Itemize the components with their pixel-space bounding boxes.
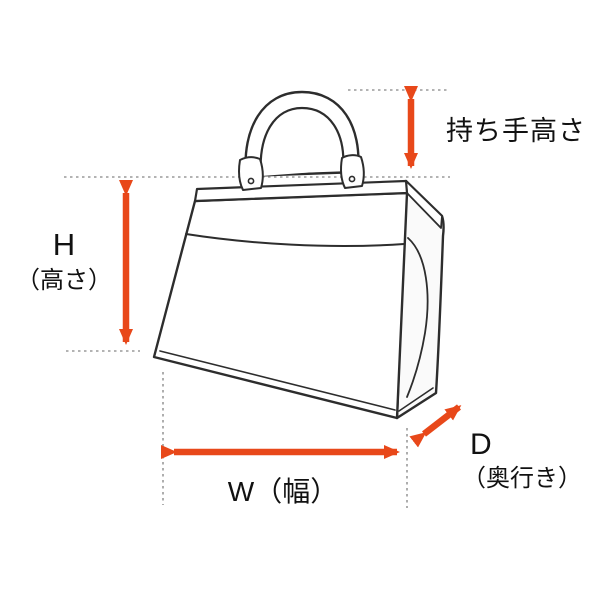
bag-drawing xyxy=(152,90,445,420)
depth-arrow xyxy=(409,404,462,448)
bag-front-panel xyxy=(152,191,409,420)
handle-tab-right xyxy=(340,154,365,189)
tab-rivet-right xyxy=(348,175,356,183)
depth-letter: D xyxy=(470,428,492,461)
tab-rivet-left xyxy=(247,177,255,185)
height-label: H （高さ） xyxy=(8,228,120,296)
width-label: W（幅） xyxy=(227,476,339,507)
bag-flap-seam xyxy=(185,233,405,247)
handle-height-label: 持ち手高さ xyxy=(446,116,586,146)
height-letter: H xyxy=(52,227,76,262)
handle-tab-left xyxy=(238,156,264,191)
depth-suffix: （奥行き） xyxy=(462,465,582,492)
bag-side-panel xyxy=(395,179,445,420)
bag-handle xyxy=(244,90,360,178)
height-suffix: （高さ） xyxy=(16,267,112,294)
measurement-arrows xyxy=(119,86,462,459)
bag-gusset-crease xyxy=(406,237,429,398)
bag-bottom-piping xyxy=(159,350,396,411)
handle-tabs xyxy=(238,154,365,191)
depth-label: D （奥行き） xyxy=(462,428,582,494)
bag-side-piping xyxy=(398,387,434,412)
handle-inner xyxy=(259,106,345,178)
